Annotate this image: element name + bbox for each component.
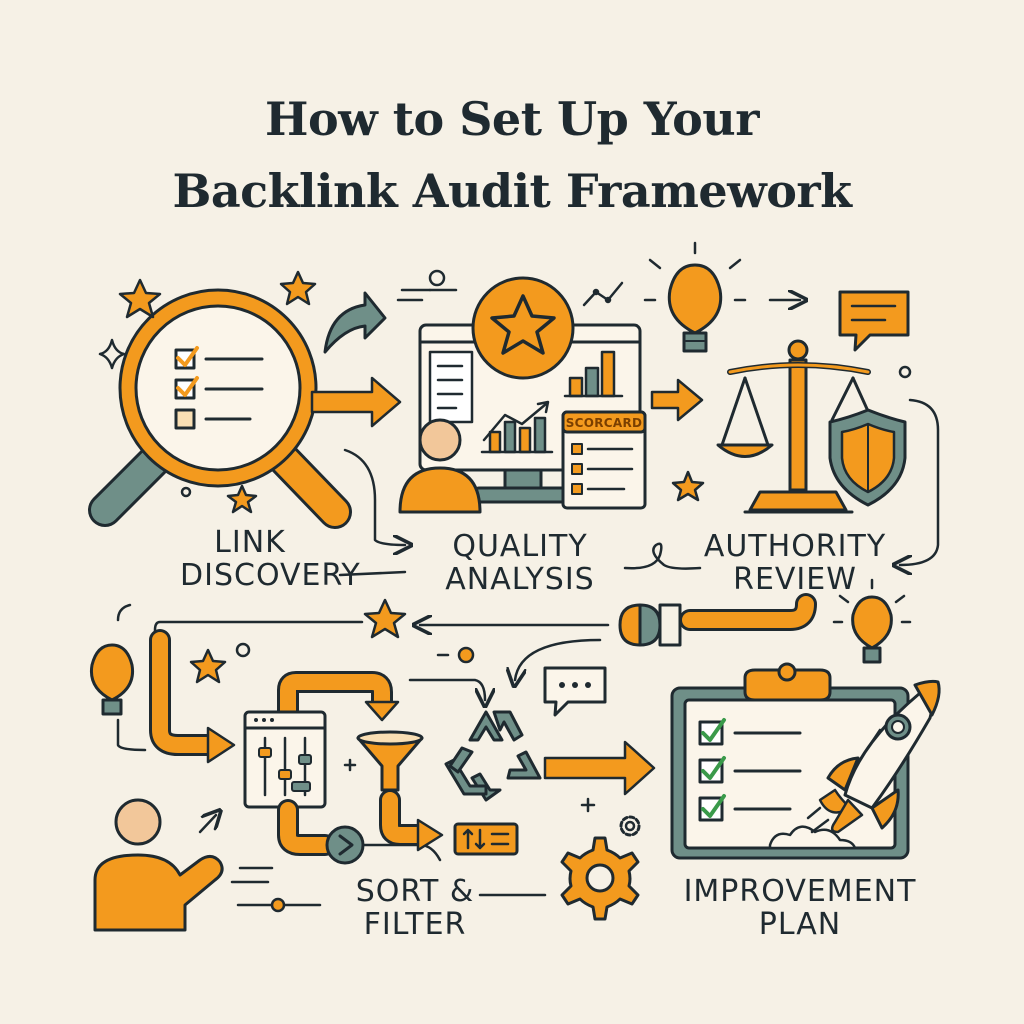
chat-bubble-icon (543, 666, 607, 717)
arrow-icon (277, 671, 400, 731)
step-label-authority-review: AUTHORITY REVIEW (703, 529, 887, 597)
step-label-improvement-plan: IMPROVEMENT PLAN (683, 874, 917, 942)
arrow-icon (310, 376, 402, 428)
star-icon (279, 270, 317, 306)
scale-icon (716, 339, 874, 514)
arrow-icon (379, 789, 444, 852)
person-icon (93, 798, 224, 932)
step-label-link-discovery: LINK DISCOVERY (180, 525, 361, 593)
bar-chart-icon (563, 350, 624, 398)
half-circle-icon (618, 603, 682, 647)
arrow-icon (277, 799, 336, 856)
star-badge-icon (471, 276, 575, 380)
star-icon (189, 648, 227, 684)
bar-chart-icon (480, 400, 554, 454)
chat-bubble-icon (838, 290, 910, 352)
recycle-icon (444, 710, 542, 802)
page-title-line-1: How to Set Up Your (265, 92, 759, 146)
lightbulb-icon (643, 241, 747, 353)
star-icon (671, 470, 705, 502)
gear-icon (619, 815, 641, 837)
arrow-icon (323, 291, 387, 354)
checklist-icon (174, 346, 264, 430)
magnifier-icon (88, 288, 352, 529)
star-icon (118, 278, 162, 319)
sort-icon (453, 822, 519, 856)
scorecard-icon: SCORCARD (561, 410, 647, 510)
arrow-icon (543, 740, 656, 796)
sliders-window-icon (243, 710, 327, 809)
lightbulb-icon (89, 643, 135, 716)
lightbulb-icon (832, 578, 912, 664)
person-icon (398, 418, 482, 514)
star-icon (226, 484, 258, 514)
shield-icon (828, 408, 907, 507)
gear-icon (560, 836, 640, 921)
filter-funnel-icon (356, 730, 424, 792)
page-title-line-2: Backlink Audit Framework (172, 164, 852, 218)
step-label-sort-filter: SORT & FILTER (355, 874, 475, 942)
arrow-icon (149, 629, 236, 764)
arrow-icon (650, 378, 704, 422)
play-button-icon (325, 825, 365, 865)
step-label-quality-analysis: QUALITY ANALYSIS (445, 529, 595, 597)
scorecard-label: SCORCARD (566, 416, 643, 430)
star-icon (363, 598, 407, 639)
rocket-icon (806, 679, 941, 834)
sparkle-icon (98, 338, 126, 370)
